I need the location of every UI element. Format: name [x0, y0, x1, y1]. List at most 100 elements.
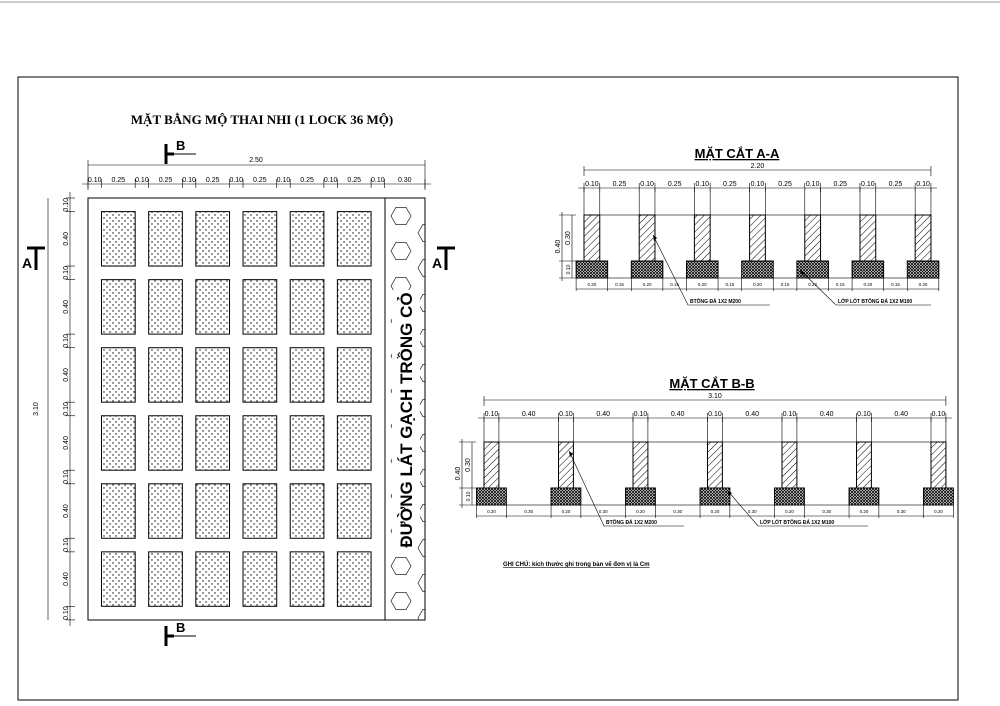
dimension-label: 0.20	[919, 282, 928, 287]
dimension-label: 0.30	[524, 509, 533, 514]
footing-base	[575, 260, 609, 279]
leader-arrow-icon	[569, 451, 573, 457]
dimension-label: 0.40	[522, 411, 536, 418]
dimension-label: 0.25	[889, 181, 903, 188]
section-cut-label: B	[176, 620, 185, 635]
footing-base	[699, 487, 731, 506]
dimension-label: 0.40	[63, 300, 70, 314]
concrete-wall-post	[856, 441, 872, 489]
section-cut-label: A	[432, 255, 442, 271]
dimension-label: 0.25	[668, 181, 682, 188]
footing-base	[625, 487, 656, 506]
concrete-wall-post	[693, 214, 711, 262]
dimension-label: 0.10	[485, 411, 499, 418]
concrete-wall-post	[859, 214, 877, 262]
section-title: MẶT CẮT A-A	[695, 146, 780, 161]
dimension-label: 0.25	[778, 181, 792, 188]
dimension-label: 0.10	[806, 181, 820, 188]
footing-base	[851, 260, 885, 279]
grave-plot	[289, 347, 325, 403]
hexagon-paver-icon	[417, 224, 425, 242]
concrete-wall-post	[804, 214, 822, 262]
dimension-label: 0.10	[63, 266, 70, 280]
height-total-label: 0.40	[455, 467, 462, 481]
grave-plot	[100, 279, 136, 335]
section-title: MẶT CẮT B-B	[669, 376, 754, 391]
material-label-wall: BTÔNG ĐÁ 1X2 M200	[606, 518, 657, 526]
overall-length-label: 2.20	[751, 163, 765, 170]
hexagon-paver-icon	[390, 557, 412, 575]
dimension-label: 0.25	[833, 181, 847, 188]
dimension-label: 0.20	[785, 509, 794, 514]
dimension-label: 0.15	[891, 282, 900, 287]
grave-plot	[242, 551, 278, 607]
grave-plot	[148, 347, 183, 403]
footing-base	[774, 487, 805, 506]
dimension-label: 0.15	[725, 282, 734, 287]
concrete-wall-post	[930, 441, 947, 489]
footing-base	[796, 260, 829, 279]
hexagon-paver-icon	[417, 399, 425, 417]
grave-plot	[148, 415, 183, 471]
material-label-base: LỚP LÓT BTÔNG ĐÁ 1X2 M100	[760, 518, 834, 526]
concrete-wall-post	[749, 214, 766, 262]
road-label-background	[392, 290, 420, 540]
dimension-label: 0.10	[63, 198, 70, 212]
grave-plot	[289, 415, 325, 471]
hexagon-paver-icon	[417, 574, 425, 592]
dimension-label: 0.20	[698, 282, 707, 287]
grave-plot	[100, 211, 136, 267]
concrete-wall-post	[914, 214, 932, 262]
road-label: ĐƯỜNG LÁT GẠCH TRỒNG CỎ	[397, 292, 416, 547]
dimension-label: 0.20	[711, 509, 720, 514]
dimension-label: 0.20	[860, 509, 869, 514]
dimension-label: 0.10	[916, 181, 930, 188]
section-cut-label: A	[22, 255, 32, 271]
dimension-label: 0.40	[820, 411, 834, 418]
dimension-label: 0.15	[836, 282, 845, 287]
concrete-wall-post	[558, 441, 574, 489]
note-text: GHI CHÚ: kích thước ghi trong bản vẽ đơn…	[503, 561, 650, 568]
section-cut-marker	[27, 246, 45, 270]
grave-plot	[336, 551, 372, 607]
leader-line	[799, 269, 931, 306]
grave-plot	[336, 211, 372, 267]
dimension-label: 0.10	[63, 470, 70, 484]
height-base-label: 0.10	[466, 491, 472, 501]
dimension-label: 0.10	[63, 538, 70, 552]
grave-plot	[336, 347, 372, 403]
hexagon-paver-icon	[417, 259, 425, 277]
grave-plot	[289, 279, 325, 335]
dimension-label: 0.10	[861, 181, 875, 188]
leader-arrow-icon	[800, 270, 805, 276]
hexagon-paver-icon	[390, 592, 412, 610]
overall-width-label: 2.50	[249, 157, 263, 164]
dimension-label: 0.40	[63, 368, 70, 382]
leader-line	[652, 234, 770, 306]
hexagon-paver-icon	[417, 434, 425, 452]
dimension-label: 0.40	[63, 232, 70, 246]
dimension-label: 0.10	[857, 411, 871, 418]
dimension-label: 0.10	[640, 181, 654, 188]
dimension-label: 0.40	[671, 411, 685, 418]
footing-base	[476, 487, 507, 506]
hexagon-paver-icon	[390, 242, 412, 260]
grave-plot	[289, 483, 325, 539]
dimension-label: 0.10	[559, 411, 573, 418]
section-cut-marker	[437, 246, 455, 270]
grave-plot	[195, 211, 231, 267]
dimension-label: 0.10	[229, 177, 243, 184]
footing-base	[550, 487, 582, 506]
dimension-label: 0.30	[673, 509, 682, 514]
dimension-label: 0.25	[347, 177, 361, 184]
dimension-label: 0.25	[206, 177, 220, 184]
grave-plot	[242, 347, 278, 403]
grave-plot	[336, 415, 372, 471]
leader-arrow-icon	[653, 235, 657, 241]
footing-base	[923, 487, 954, 506]
height-base-label: 0.10	[566, 264, 572, 274]
concrete-wall-post	[707, 441, 723, 489]
dimension-label: 0.10	[932, 411, 946, 418]
